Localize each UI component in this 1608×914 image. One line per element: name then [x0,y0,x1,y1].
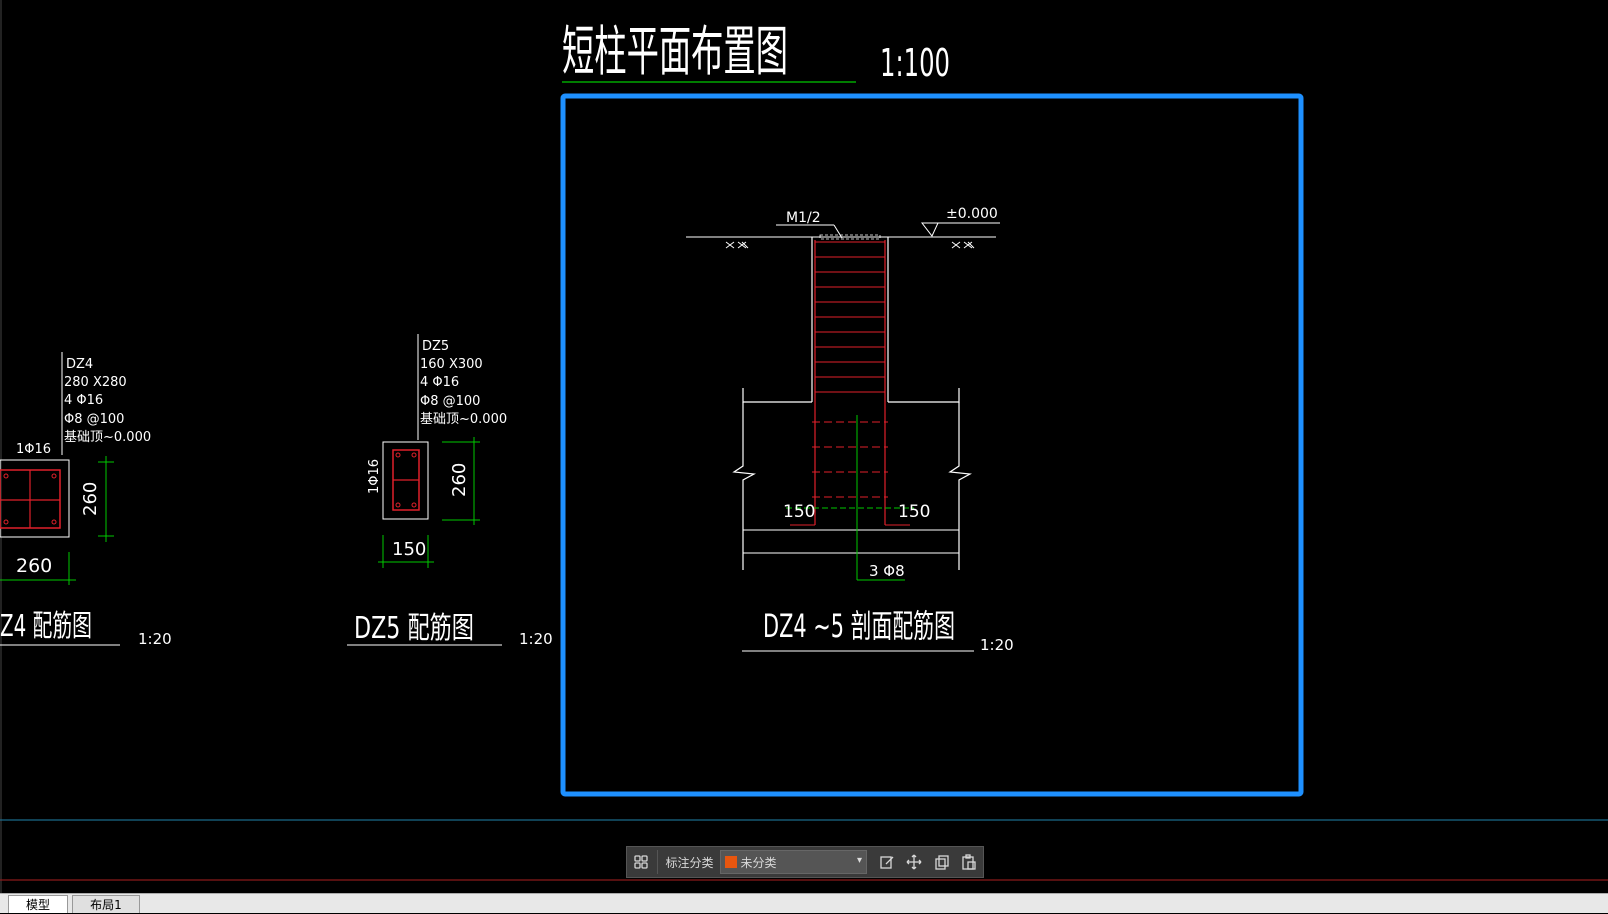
dz5-rebar: 4 Φ16 [420,375,459,390]
section-detail[interactable]: M1/2 ±0.000 [560,93,1304,797]
dz4-name: DZ4 [66,357,93,372]
dz5-side-bar: 1Φ16 [367,459,382,494]
chevron-down-icon: ▾ [856,855,862,866]
section-scale: 1:20 [980,636,1014,654]
copy-icon[interactable] [928,848,956,876]
annotation-toolbar: 标注分类 未分类 ▾ [626,846,984,878]
toolbar-separator [656,850,658,874]
layout-tabs-bar: 模型 布局1 [0,893,1608,913]
dz4-corner-bar: 1Φ16 [16,442,51,457]
section-dim-right: 150 [898,502,930,522]
dz5-base: 基础顶~0.000 [420,412,507,427]
annotation-category-dropdown[interactable]: 未分类 ▾ [719,850,867,874]
dz4-detail: DZ4 280 X280 4 Φ16 Φ8 @100 基础顶~0.000 1Φ1… [0,352,172,648]
main-scale: 1:100 [880,41,950,85]
dz4-title: Z4 配筋图 [0,609,92,644]
main-title: 短柱平面布置图 [562,20,788,83]
cad-drawing-canvas[interactable]: 短柱平面布置图 1:100 DZ4 280 X280 4 Φ16 Φ8 @100… [0,0,1608,893]
dz4-base: 基础顶~0.000 [64,430,151,445]
section-label-m: M1/2 [786,210,821,226]
dz4-scale: 1:20 [138,630,172,648]
section-bottom-bar: 3 Φ8 [869,562,905,580]
tab-layout1[interactable]: 布局1 [72,895,140,913]
dz4-dim-w: 260 [16,555,52,577]
edit-icon[interactable] [873,848,901,876]
category-color-swatch [724,856,737,868]
dz4-dim-h: 260 [80,482,101,516]
grid-icon[interactable] [627,848,655,876]
tab-model[interactable]: 模型 [8,895,68,913]
dz5-title: DZ5 配筋图 [354,611,474,646]
section-title: DZ4 ~5 剖面配筋图 [763,607,955,645]
dz4-stirrup: Φ8 @100 [64,412,124,427]
paste-icon[interactable] [955,848,983,876]
section-elevation: ±0.000 [946,206,998,222]
dz5-name: DZ5 [422,339,449,354]
dz4-size: 280 X280 [64,375,127,390]
dz5-dim-w: 150 [392,539,426,560]
dz4-rebar: 4 Φ16 [64,393,103,408]
selection-box[interactable] [560,93,1304,797]
dz5-scale: 1:20 [519,630,553,648]
dz5-stirrup: Φ8 @100 [420,394,480,409]
annotation-category-label: 标注分类 [665,855,714,870]
section-dim-left: 150 [783,502,815,522]
move-icon[interactable] [900,848,928,876]
dz5-detail: DZ5 160 X300 4 Φ16 Φ8 @100 基础顶~0.000 1Φ1… [347,334,553,648]
dz5-dim-h: 260 [449,463,470,497]
dropdown-value: 未分类 [740,855,777,870]
dz5-size: 160 X300 [420,357,483,372]
